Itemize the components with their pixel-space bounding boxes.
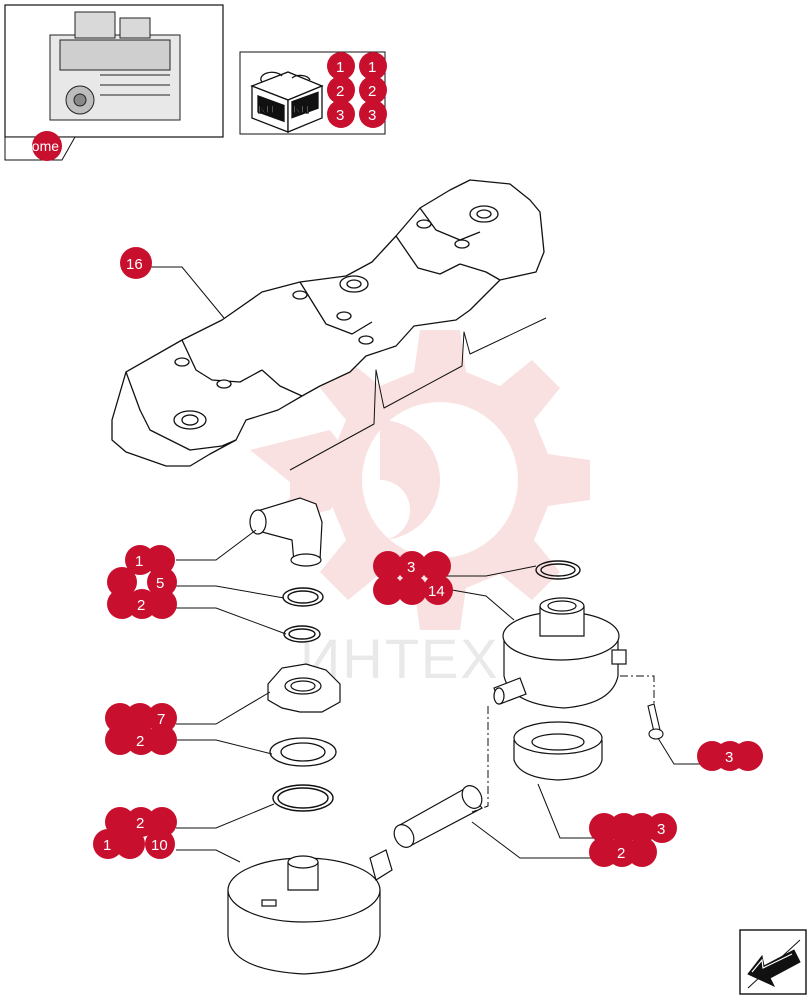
retaining-ring	[513, 721, 603, 781]
callout-knob-row2[interactable]: 2	[105, 725, 177, 755]
callout-filter-row2-label: 10	[151, 837, 168, 854]
callout-connector-row2[interactable]: 5	[107, 567, 177, 597]
callout-filter-row2-hidden-1: 1	[103, 837, 111, 854]
callout-bolt-label: 3	[725, 749, 733, 766]
callout-bolt[interactable]: 3	[697, 741, 763, 771]
callout-connector-row3[interactable]: 2	[107, 589, 177, 619]
callout-ring-row2-label: 2	[617, 845, 625, 862]
flat-washer	[269, 737, 337, 767]
kit-callout-3-back: 3	[368, 107, 376, 124]
rocker-cover	[111, 179, 547, 471]
o-ring-small-2	[283, 625, 321, 643]
callout-filter-row2[interactable]: 1 10	[93, 829, 175, 859]
filter-canister	[227, 849, 393, 975]
kit-callout-2-back: 2	[368, 83, 376, 100]
o-ring-small-1	[282, 587, 324, 607]
callout-separator-row1-label: 3	[407, 559, 415, 576]
kit-callout-2[interactable]: 2 2	[327, 76, 387, 104]
oil-separator	[493, 597, 627, 709]
kit-callout-1[interactable]: 1 1	[327, 52, 387, 80]
callout-ring-row2[interactable]: 2	[589, 837, 657, 867]
elbow-connector	[249, 497, 323, 567]
bolt	[647, 703, 664, 740]
o-ring-large	[272, 784, 334, 812]
callout-separator-row2[interactable]: 14	[373, 575, 453, 605]
callout-connector-row3-label: 2	[137, 597, 145, 614]
kit-label-left: KIT	[258, 104, 276, 116]
callout-separator-row1[interactable]: 3	[373, 551, 451, 581]
kit-box-icon: KIT KIT	[250, 71, 324, 133]
callout-knob-row1[interactable]: 7	[105, 703, 177, 733]
kit-callout-1-back: 1	[368, 59, 376, 76]
callout-filter-row1-label: 2	[136, 815, 144, 832]
leader-lines	[150, 266, 700, 863]
callouts: 16 1 5 2 3 14	[93, 247, 763, 867]
home-button[interactable]	[32, 131, 62, 161]
callout-separator-row2-label: 14	[428, 583, 445, 600]
callout-16-label: 16	[126, 256, 143, 273]
callout-ring-row1-label: 3	[657, 821, 665, 838]
watermark-gear-logo	[250, 330, 590, 630]
callout-knob-row1-label: 7	[157, 711, 165, 728]
kit-panel: KIT KIT 1 1 2 2 3 3	[239, 51, 387, 135]
callout-ring-row1[interactable]: 3	[589, 813, 677, 843]
engine-thumbnail-icon	[49, 11, 181, 121]
callout-connector-row1-label: 1	[135, 553, 143, 570]
callout-16[interactable]: 16	[120, 247, 152, 279]
knob-nut	[267, 663, 341, 713]
callout-knob-row2-label: 2	[136, 733, 144, 750]
callout-connector-row2-label: 5	[156, 575, 164, 592]
arrow-left-down-icon	[747, 949, 801, 988]
watermark: ИНТЕХ	[250, 330, 590, 690]
kit-callout-2-label: 2	[336, 83, 344, 100]
kit-callout-3[interactable]: 3 3	[327, 100, 387, 128]
next-page-button[interactable]	[739, 929, 807, 995]
kit-label-right: KIT	[293, 104, 311, 116]
engine-thumbnail-panel: home	[4, 4, 224, 161]
kit-callout-1-label: 1	[336, 59, 344, 76]
kit-callout-3-label: 3	[336, 107, 344, 124]
alignment-lines	[471, 675, 655, 813]
callout-connector-row1[interactable]: 1	[125, 545, 175, 575]
home-label[interactable]: home	[24, 138, 59, 154]
hose	[393, 785, 483, 848]
separator-o-ring	[535, 560, 581, 580]
